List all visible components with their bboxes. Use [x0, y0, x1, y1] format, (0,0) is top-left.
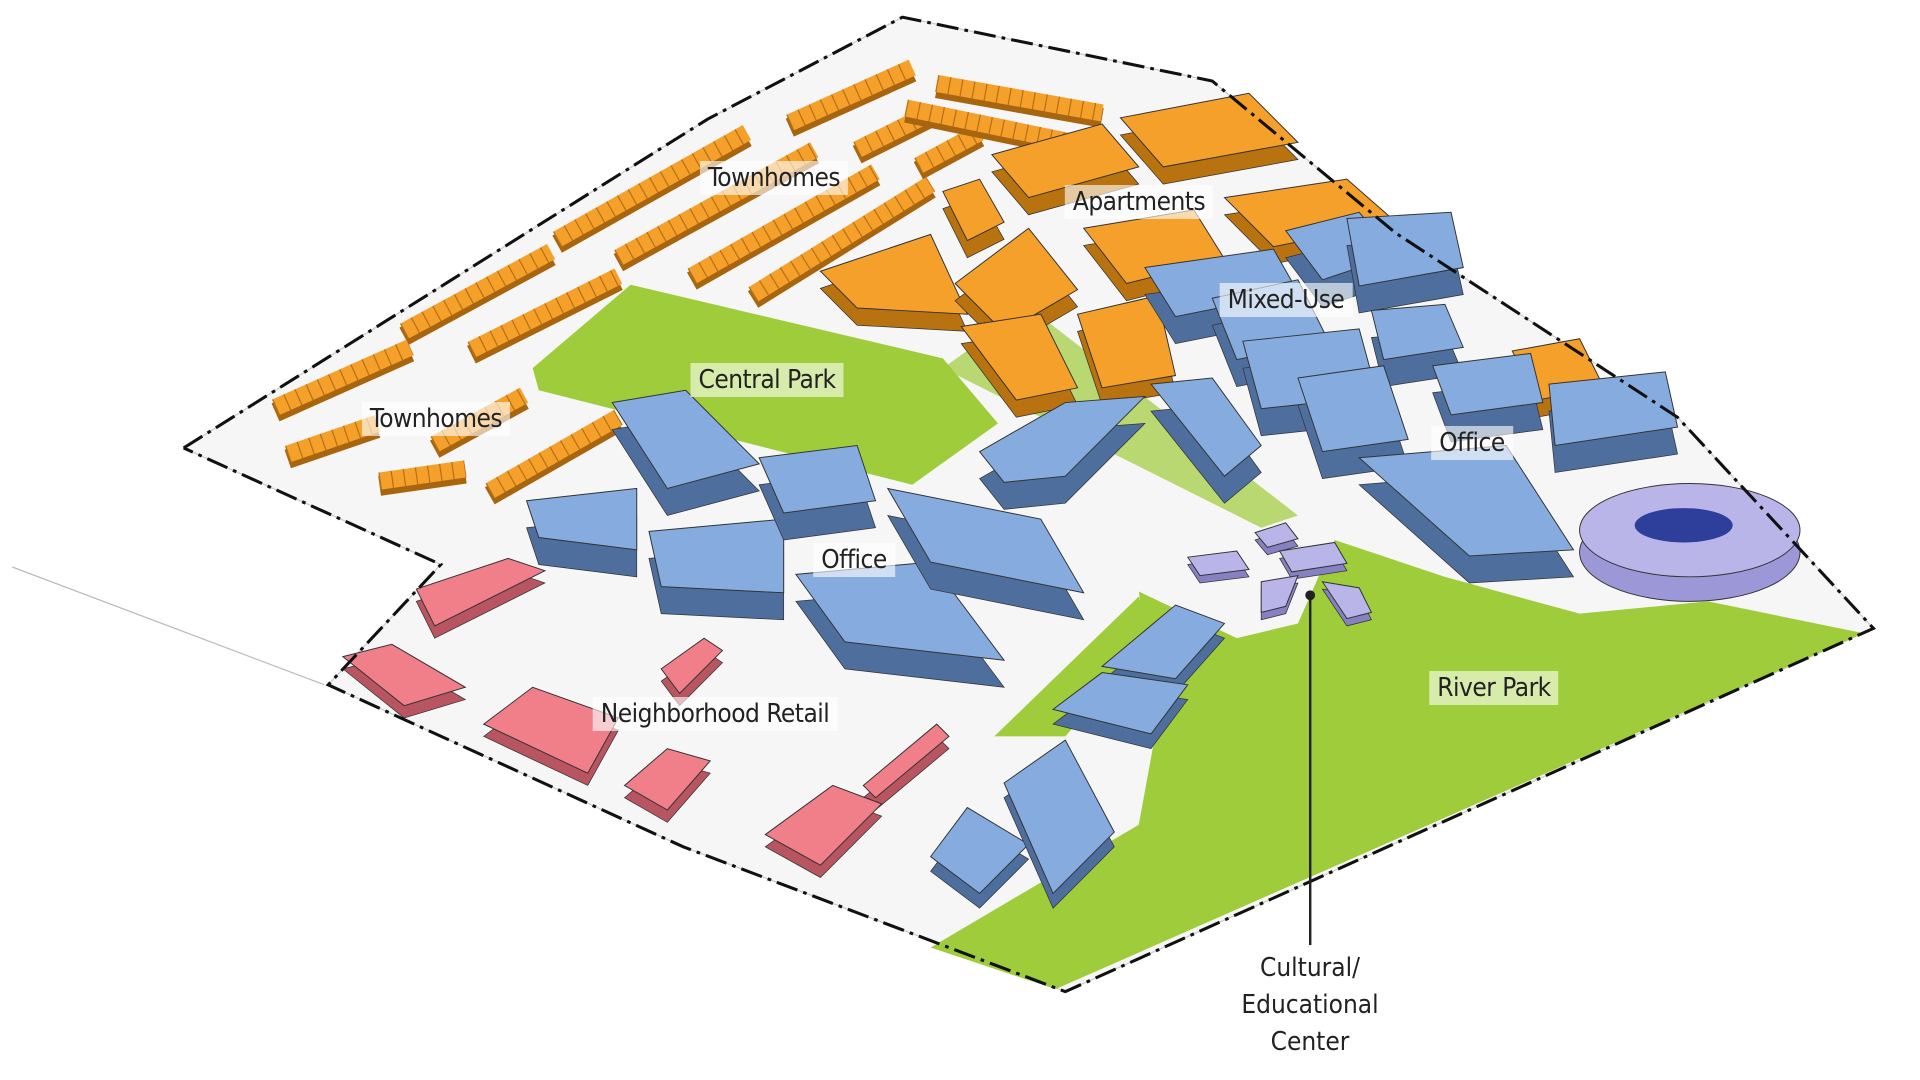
label-office-west: Office	[813, 543, 895, 577]
buildings	[271, 59, 1801, 909]
townhome-unit-dividers	[272, 339, 414, 416]
townhome-row	[378, 460, 467, 490]
cultural-building	[1278, 541, 1348, 573]
office-building	[886, 487, 1085, 594]
office-building	[758, 444, 877, 514]
townhome-row	[914, 124, 984, 174]
retail-building	[623, 748, 712, 811]
apartment-building	[819, 233, 969, 315]
label-office-east: Office	[1431, 426, 1513, 460]
office-building	[1548, 371, 1679, 447]
cultural-label-line1: Cultural/	[1259, 953, 1360, 983]
office-building	[1297, 365, 1409, 453]
site-boundary	[182, 15, 1877, 994]
apartment-building	[942, 178, 1005, 242]
curved-office-pod	[1051, 672, 1189, 735]
townhome-row	[399, 244, 556, 339]
apartment-building	[990, 123, 1140, 199]
apartment-building	[960, 313, 1079, 401]
stadium-field	[1634, 508, 1733, 543]
townhome-unit-dividers	[614, 142, 819, 266]
office-building	[1370, 303, 1464, 361]
label-mixed-use: Mixed-Use	[1219, 283, 1353, 317]
label-neighborhood-retail: Neighborhood Retail	[592, 697, 838, 731]
office-building	[1150, 377, 1262, 477]
label-river-park: River Park	[1429, 671, 1559, 705]
townhome-row	[467, 268, 623, 358]
curved-office-pod	[1100, 604, 1226, 680]
apartment-building	[1076, 295, 1177, 389]
office-building	[611, 389, 761, 490]
office-building	[1431, 352, 1544, 416]
label-townhomes-north: Townhomes	[699, 161, 849, 195]
cultural-building	[1260, 574, 1299, 614]
cultural-building	[1186, 550, 1250, 577]
townhome-row	[748, 176, 936, 302]
office-building	[525, 487, 638, 551]
retail-building	[764, 784, 883, 866]
cultural-label-line3: Center	[1270, 1027, 1350, 1057]
label-apartments: Apartments	[1064, 185, 1214, 219]
office-building	[648, 518, 785, 594]
townhome-unit-dividers	[485, 409, 623, 499]
label-cultural-educational-center: Cultural/ Educational Center	[1241, 950, 1378, 1061]
cultural-leader-dot	[1305, 590, 1316, 601]
label-central-park: Central Park	[690, 363, 844, 397]
curved-office-pod	[1003, 739, 1115, 895]
retail-building	[660, 637, 724, 695]
townhome-row	[552, 125, 752, 247]
cultural-building	[1321, 581, 1373, 620]
river-park-edge	[994, 596, 1152, 737]
retail-building	[862, 723, 950, 799]
apartment-building	[1119, 92, 1299, 168]
cultural-label-line2: Educational	[1241, 990, 1379, 1020]
label-townhomes-west: Townhomes	[361, 402, 511, 436]
townhome-row	[935, 74, 1104, 122]
apartment-building	[954, 227, 1079, 334]
office-building	[1346, 211, 1464, 287]
retail-building	[341, 643, 467, 707]
cultural-building	[1254, 522, 1299, 548]
office-building	[978, 395, 1147, 483]
townhome-row	[786, 59, 916, 131]
retail-building	[415, 557, 547, 627]
